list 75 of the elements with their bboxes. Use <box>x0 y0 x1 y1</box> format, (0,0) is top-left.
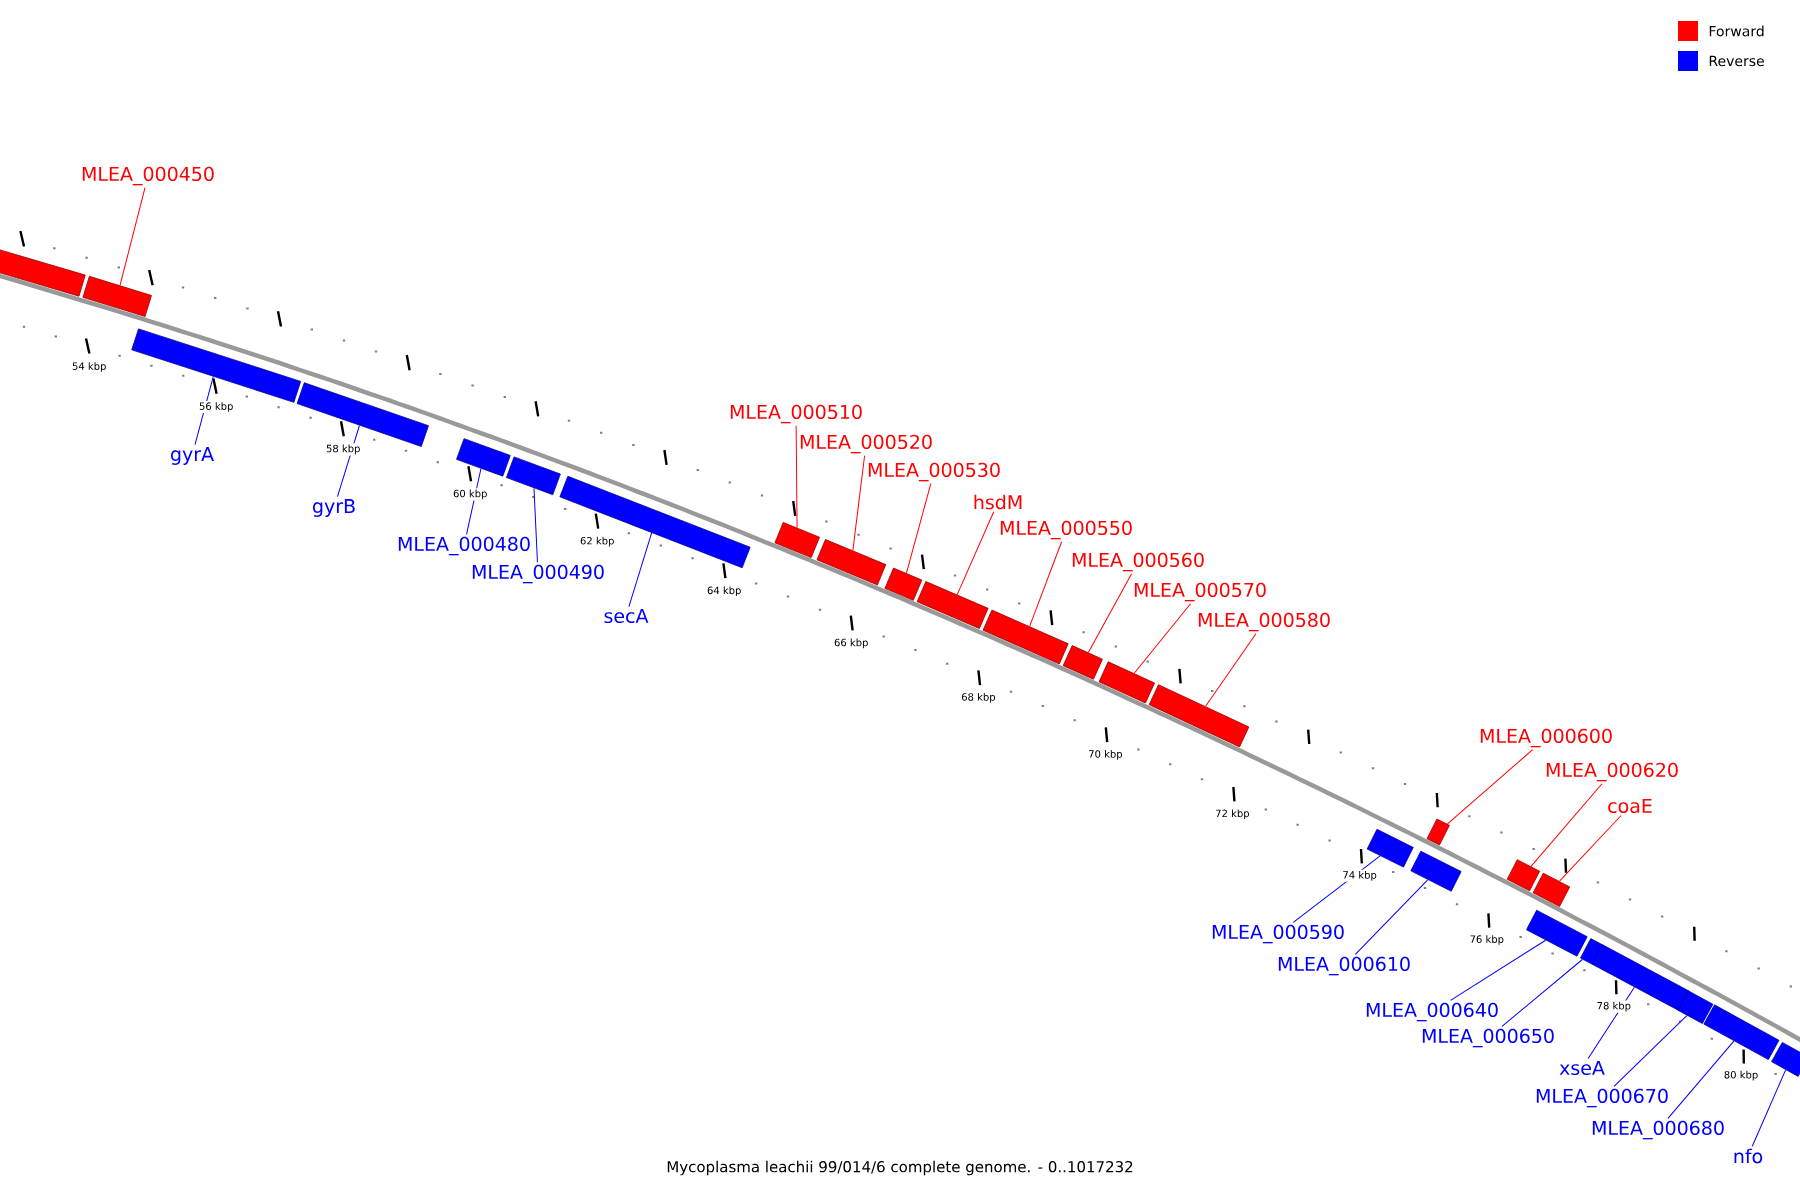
leader-line <box>194 376 214 446</box>
gene-block <box>506 456 561 496</box>
leader-line <box>1133 603 1192 674</box>
gene-label: MLEA_000580 <box>1198 612 1330 632</box>
leader-line <box>533 487 538 563</box>
gene-block <box>1591 944 1690 1011</box>
leader-line <box>1447 749 1534 825</box>
gene-label: MLEA_000590 <box>1212 924 1344 944</box>
leader-line <box>956 511 995 596</box>
gene-block <box>1148 684 1250 748</box>
gene-block <box>816 539 887 586</box>
gene-label: MLEA_000520 <box>800 434 932 454</box>
leader-line <box>1292 855 1381 923</box>
gene-label: MLEA_000680 <box>1592 1120 1724 1140</box>
gene-block <box>1410 850 1462 892</box>
gene-label: gyrB <box>312 499 355 517</box>
gene-label: MLEA_000620 <box>1546 762 1678 782</box>
gene-label: MLEA_000640 <box>1366 1002 1498 1022</box>
gene-label: MLEA_000490 <box>472 564 604 584</box>
gene-block <box>884 567 923 601</box>
gene-label: gyrA <box>171 447 214 465</box>
gene-block <box>982 609 1069 665</box>
gene-block <box>1580 938 1604 965</box>
gene-label: MLEA_000510 <box>730 404 862 424</box>
gene-block <box>131 328 302 403</box>
gene-block <box>1703 1004 1780 1060</box>
leader-line <box>1667 1040 1735 1119</box>
leader-line <box>466 468 482 535</box>
leader-line <box>1751 1069 1787 1147</box>
leader-line <box>905 483 932 574</box>
gene-label: MLEA_000530 <box>868 462 1000 482</box>
gene-block <box>916 581 989 629</box>
gene-label: MLEA_000560 <box>1072 552 1204 572</box>
gene-block <box>456 438 511 477</box>
gene-label: MLEA_000550 <box>1000 520 1132 540</box>
gene-block <box>1771 1042 1800 1077</box>
gene-label: MLEA_000610 <box>1278 956 1410 976</box>
gene-block <box>0 247 86 297</box>
gene-block <box>1098 661 1155 704</box>
gene-block <box>1426 818 1450 846</box>
gene-block <box>1526 909 1588 957</box>
gene-label: MLEA_000450 <box>82 166 214 186</box>
leader-line <box>337 425 360 498</box>
gene-label: xseA <box>1559 1060 1605 1076</box>
gene-label: MLEA_000600 <box>1480 728 1612 748</box>
gene-label: secA <box>604 608 649 624</box>
leader-line <box>1530 783 1603 867</box>
gene-label: MLEA_000650 <box>1422 1028 1554 1048</box>
leader-line <box>1029 541 1063 627</box>
gene-label: nfo <box>1734 1148 1763 1164</box>
leader-line <box>119 187 146 286</box>
gene-label: MLEA_000670 <box>1536 1088 1668 1108</box>
leader-line <box>852 455 866 551</box>
leader-line <box>1205 633 1257 707</box>
gene-block <box>1366 828 1414 868</box>
gene-block <box>82 275 152 317</box>
leader-line <box>628 532 653 608</box>
leader-line <box>1501 959 1583 1027</box>
leader-line <box>1613 1015 1688 1087</box>
gene-block <box>1062 645 1103 680</box>
leader-line <box>1587 986 1635 1060</box>
gene-label: MLEA_000480 <box>398 536 530 556</box>
leader-line <box>1087 573 1133 653</box>
gene-label: coaE <box>1608 798 1652 814</box>
leader-line <box>1559 814 1622 882</box>
leader-line <box>1450 939 1547 1001</box>
gene-block <box>1506 859 1541 892</box>
leader-line <box>795 425 798 529</box>
gene-label: MLEA_000570 <box>1134 582 1266 602</box>
gene-block <box>1677 990 1714 1024</box>
gene-block <box>1532 872 1571 907</box>
gene-block <box>296 382 429 447</box>
gene-label: hsdM <box>974 494 1022 510</box>
gene-block <box>774 522 820 558</box>
leader-line <box>1354 879 1429 955</box>
